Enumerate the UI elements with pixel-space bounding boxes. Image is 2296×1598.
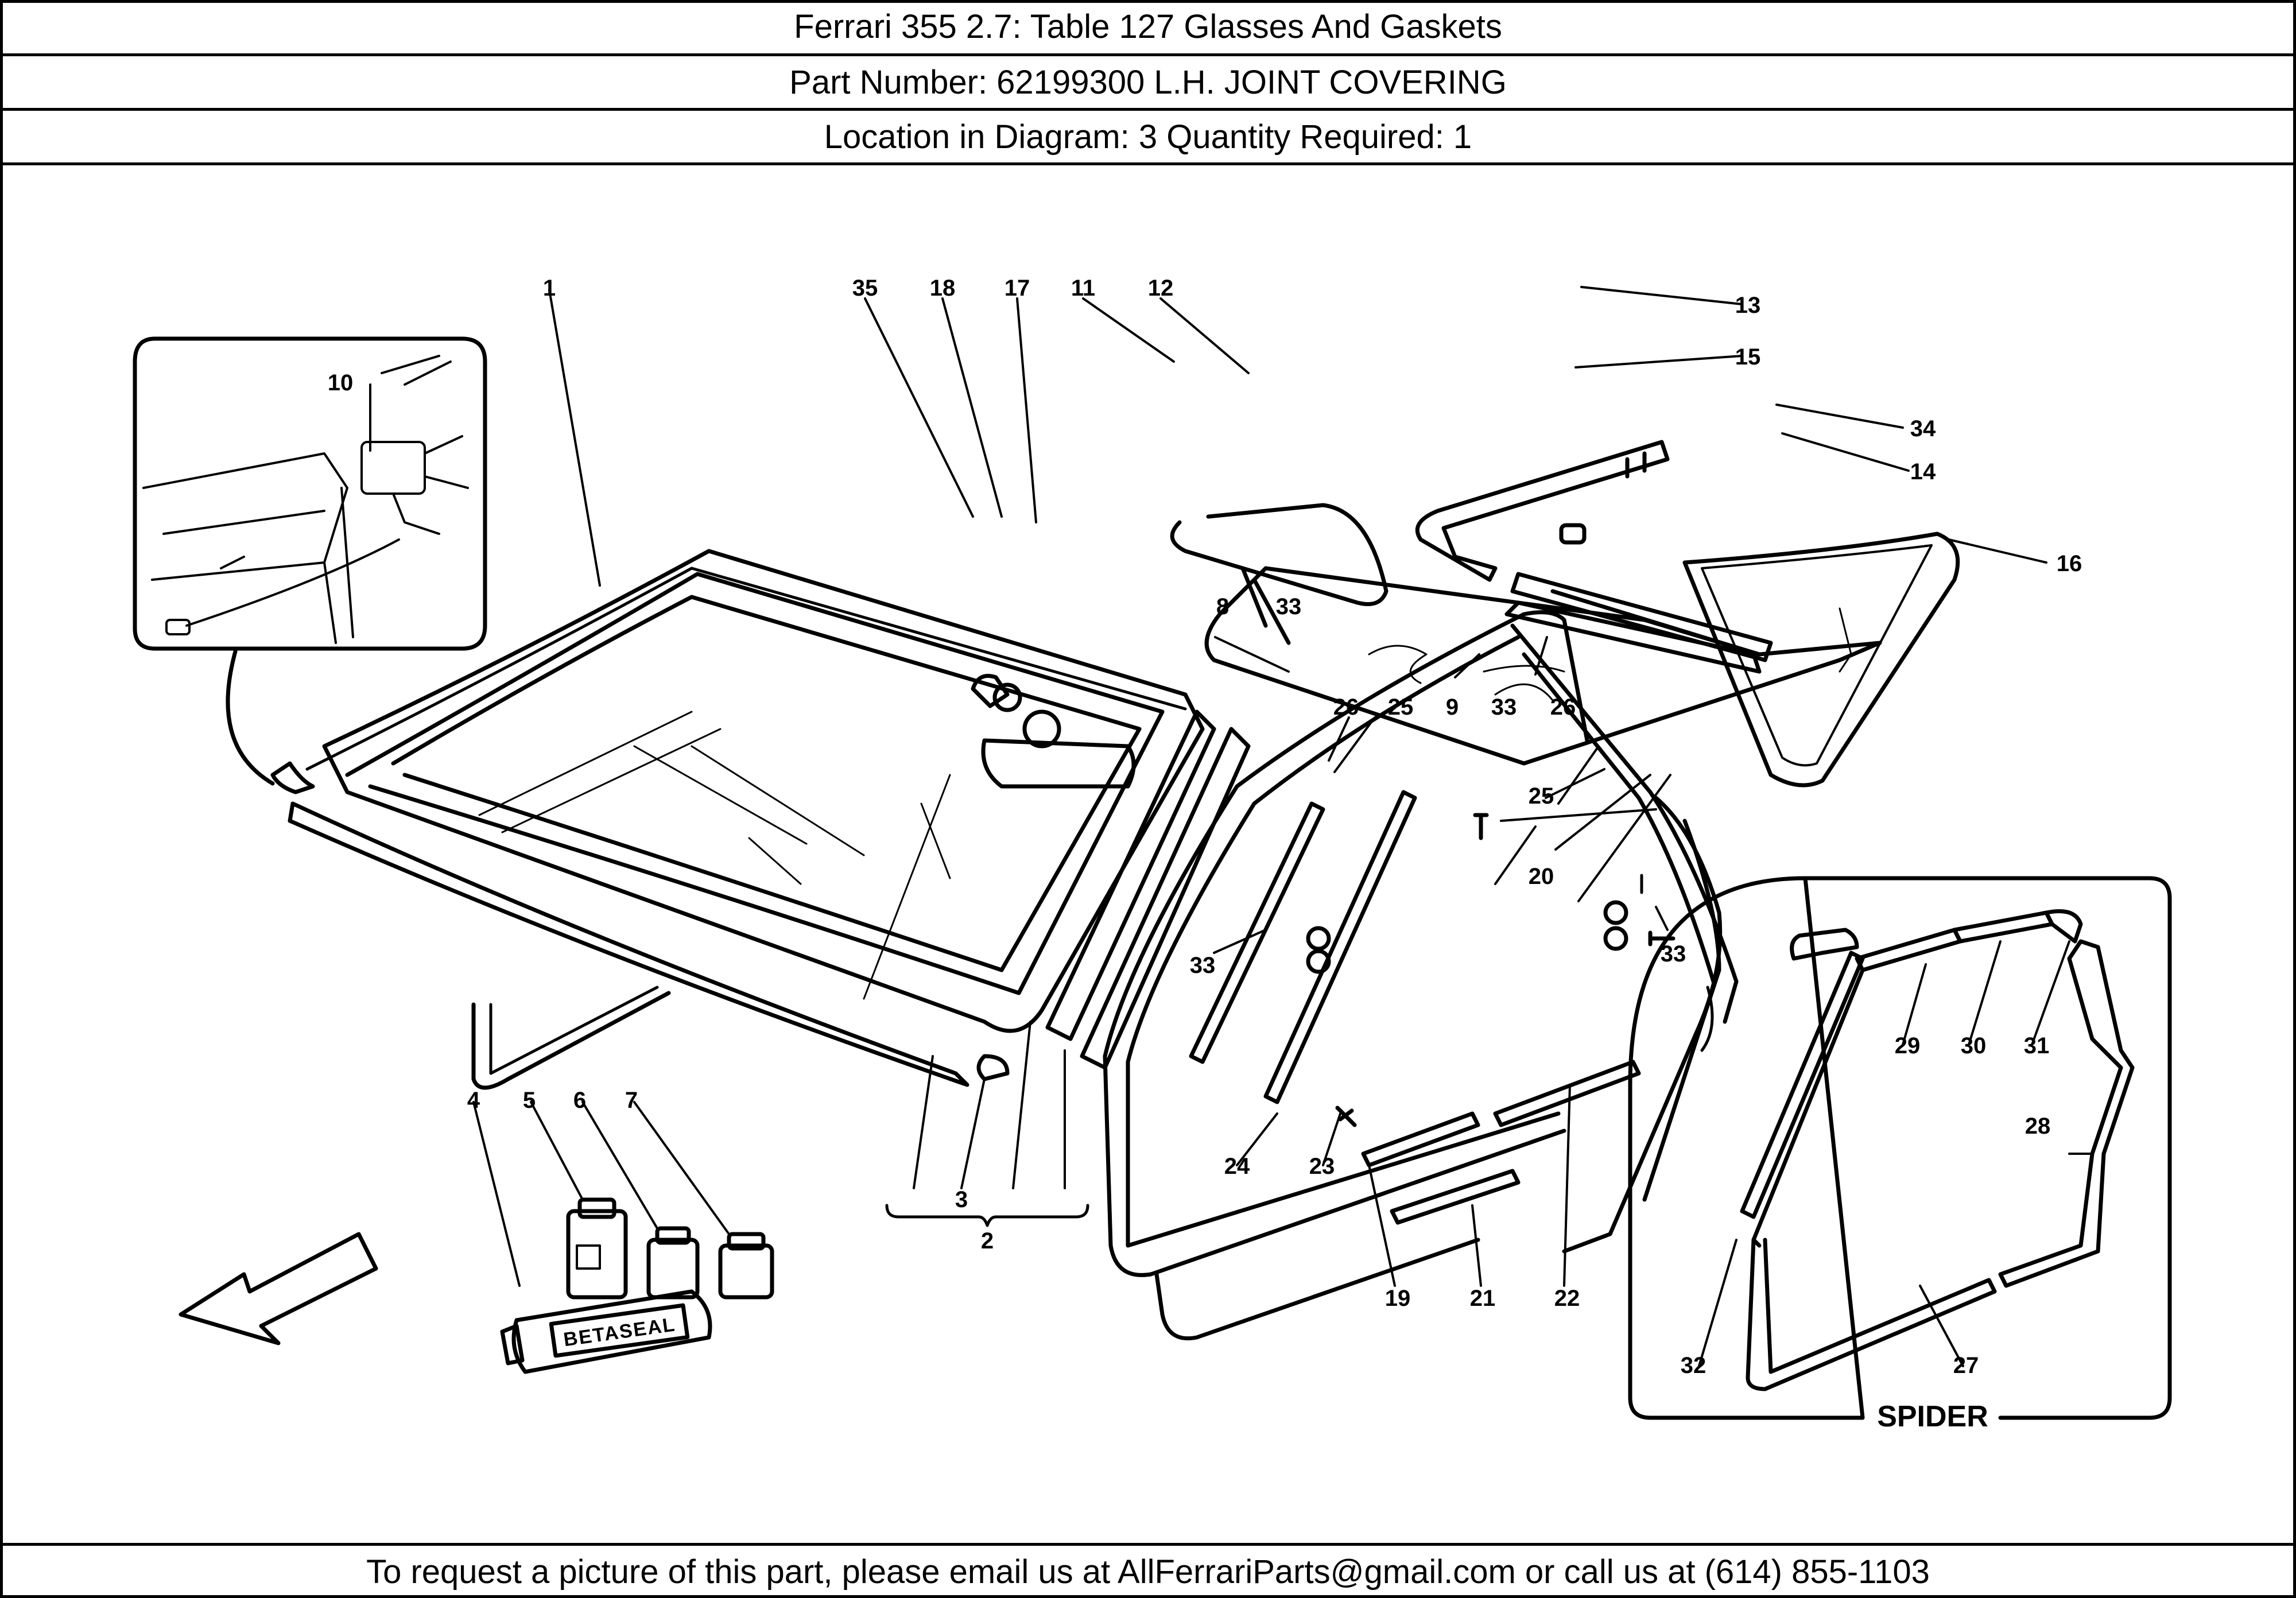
inset-drawing [142,355,469,644]
callout-32: 32 [1681,1353,1707,1378]
callout-10: 10 [328,370,354,395]
callout-25-left: 25 [1388,695,1414,720]
callout-31: 31 [2024,1033,2050,1058]
spider-label: SPIDER [1877,1400,1988,1433]
callout-6: 6 [573,1088,586,1113]
callout-5: 5 [523,1088,536,1113]
hood-frame-gasket [1170,503,1882,766]
grommet-26-left [1306,926,1331,951]
strip-inner-33 [1700,986,1714,1052]
diagram-svg: 1 35 18 17 11 12 13 15 34 14 16 10 8 33 … [133,276,2172,1433]
callout-26-left: 26 [1333,695,1359,720]
callout-4: 4 [467,1088,480,1113]
callout-19: 19 [1385,1286,1411,1311]
betaseal-label-box [549,1303,690,1358]
clip-15 [1559,523,1587,545]
callout-2: 2 [981,1228,994,1254]
callout-20: 20 [1529,864,1554,889]
callout-25-right: 25 [1529,784,1554,809]
strip-19 [1361,1111,1480,1168]
callout-30: 30 [1961,1033,1987,1058]
callout-11: 11 [1071,276,1095,301]
callout-34: 34 [1910,416,1936,441]
pin-9 [1473,813,1489,840]
strip-22 [1493,1060,1641,1127]
callout-labels: 1 35 18 17 11 12 13 15 34 14 16 10 8 33 … [328,276,2082,1378]
windscreen-sill-seal [471,991,671,1090]
callout-15: 15 [1735,344,1761,370]
callout-9: 9 [1446,695,1459,720]
strip-33-left [1189,801,1325,1064]
inset-leader [226,649,275,786]
callout-35: 35 [852,276,878,301]
rail-14 [1504,600,1762,674]
rear-view-mirror [971,674,1136,789]
grommet-26-right [1603,900,1628,925]
callout-8: 8 [1216,594,1229,619]
leader-lines [369,286,2093,1367]
corner-piece-3 [976,1054,1010,1081]
callout-21: 21 [1470,1286,1496,1311]
parts-diagram: 1 35 18 17 11 12 13 15 34 14 16 10 8 33 … [3,166,2293,1543]
callout-13: 13 [1735,293,1761,318]
spider-box [1628,876,2172,1420]
callout-22: 22 [1554,1286,1580,1311]
inset-box [133,336,487,651]
callout-27: 27 [1953,1353,1979,1378]
top-rail [1415,440,1670,582]
callout-26-right: 26 [1550,695,1576,720]
callout-3: 3 [955,1187,968,1212]
location-quantity-line: Location in Diagram: 3 Quantity Required… [0,111,2296,165]
bracket-2 [885,1204,1089,1227]
callout-24: 24 [1224,1154,1250,1179]
callout-33-mid: 33 [1491,695,1517,720]
strip-24 [1263,790,1417,1104]
windscreen-side-trim [1045,709,1216,1041]
grommet-25-left [1306,949,1331,974]
callout-23: 23 [1309,1154,1335,1179]
callout-1: 1 [543,276,556,301]
callout-18: 18 [930,276,956,301]
callout-28: 28 [2025,1114,2051,1139]
grommet-25-right [1603,926,1628,951]
callout-33-right: 33 [1661,941,1686,967]
screw-23 [1335,1106,1357,1127]
corner-piece-left [270,761,315,794]
strip-21 [1390,1169,1521,1225]
callout-16: 16 [2057,551,2082,576]
callout-33-left: 33 [1190,953,1216,978]
callout-12: 12 [1148,276,1174,301]
callout-7: 7 [625,1088,638,1113]
callout-14: 14 [1910,459,1936,484]
callout-17: 17 [1004,276,1030,301]
windscreen [305,549,1205,1033]
direction-arrow-icon [179,1232,378,1345]
callout-29: 29 [1895,1033,1921,1058]
spider-gaskets [1740,909,2135,1391]
windscreen-glare [478,711,951,1000]
quarter-glass [1682,532,1960,788]
lower-moulding [288,801,969,1087]
footer-contact-line: To request a picture of this part, pleas… [0,1543,2296,1598]
sealant-products [500,1197,774,1374]
callout-33-top: 33 [1276,594,1302,619]
page-title: Ferrari 355 2.7: Table 127 Glasses And G… [0,0,2296,56]
part-number-line: Part Number: 62199300 L.H. JOINT COVERIN… [0,56,2296,111]
rail-34 [1510,572,1773,662]
